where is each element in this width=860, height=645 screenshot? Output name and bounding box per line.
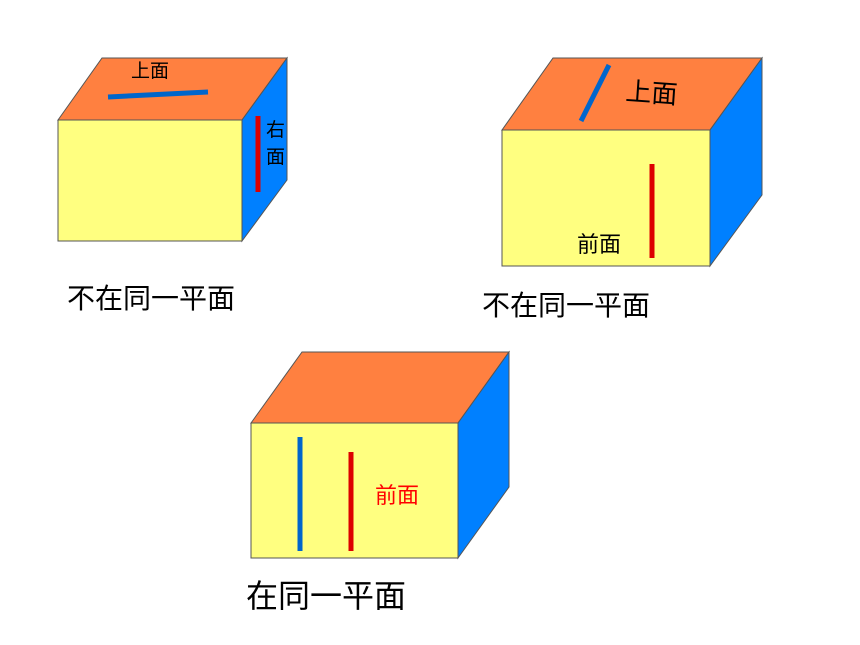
cube-3: 前面 — [250, 350, 510, 560]
cube-2-front-label: 前面 — [577, 233, 621, 258]
cube-1-blue-line — [107, 89, 209, 100]
cube-1-caption: 不在同一平面 — [67, 282, 235, 315]
cube-1-top-label: 上面 — [131, 60, 169, 82]
cube-2-blue-line — [578, 63, 612, 123]
cube-1-right-label-bottom: 面 — [266, 146, 285, 168]
cube-3-front-face — [250, 422, 459, 559]
cube-1-right-label-top: 右 — [266, 119, 285, 141]
cube-1-front-face — [57, 119, 243, 242]
cube-2-caption: 不在同一平面 — [482, 289, 650, 322]
cube-2-top-label: 上面 — [625, 77, 679, 111]
cube-2: 上面 前面 — [501, 56, 763, 268]
cube-1: 上面 右 面 — [57, 56, 288, 243]
cube-3-front-label: 前面 — [375, 484, 419, 509]
cube-3-caption: 在同一平面 — [246, 577, 406, 615]
cube-2-front-face — [501, 129, 711, 267]
